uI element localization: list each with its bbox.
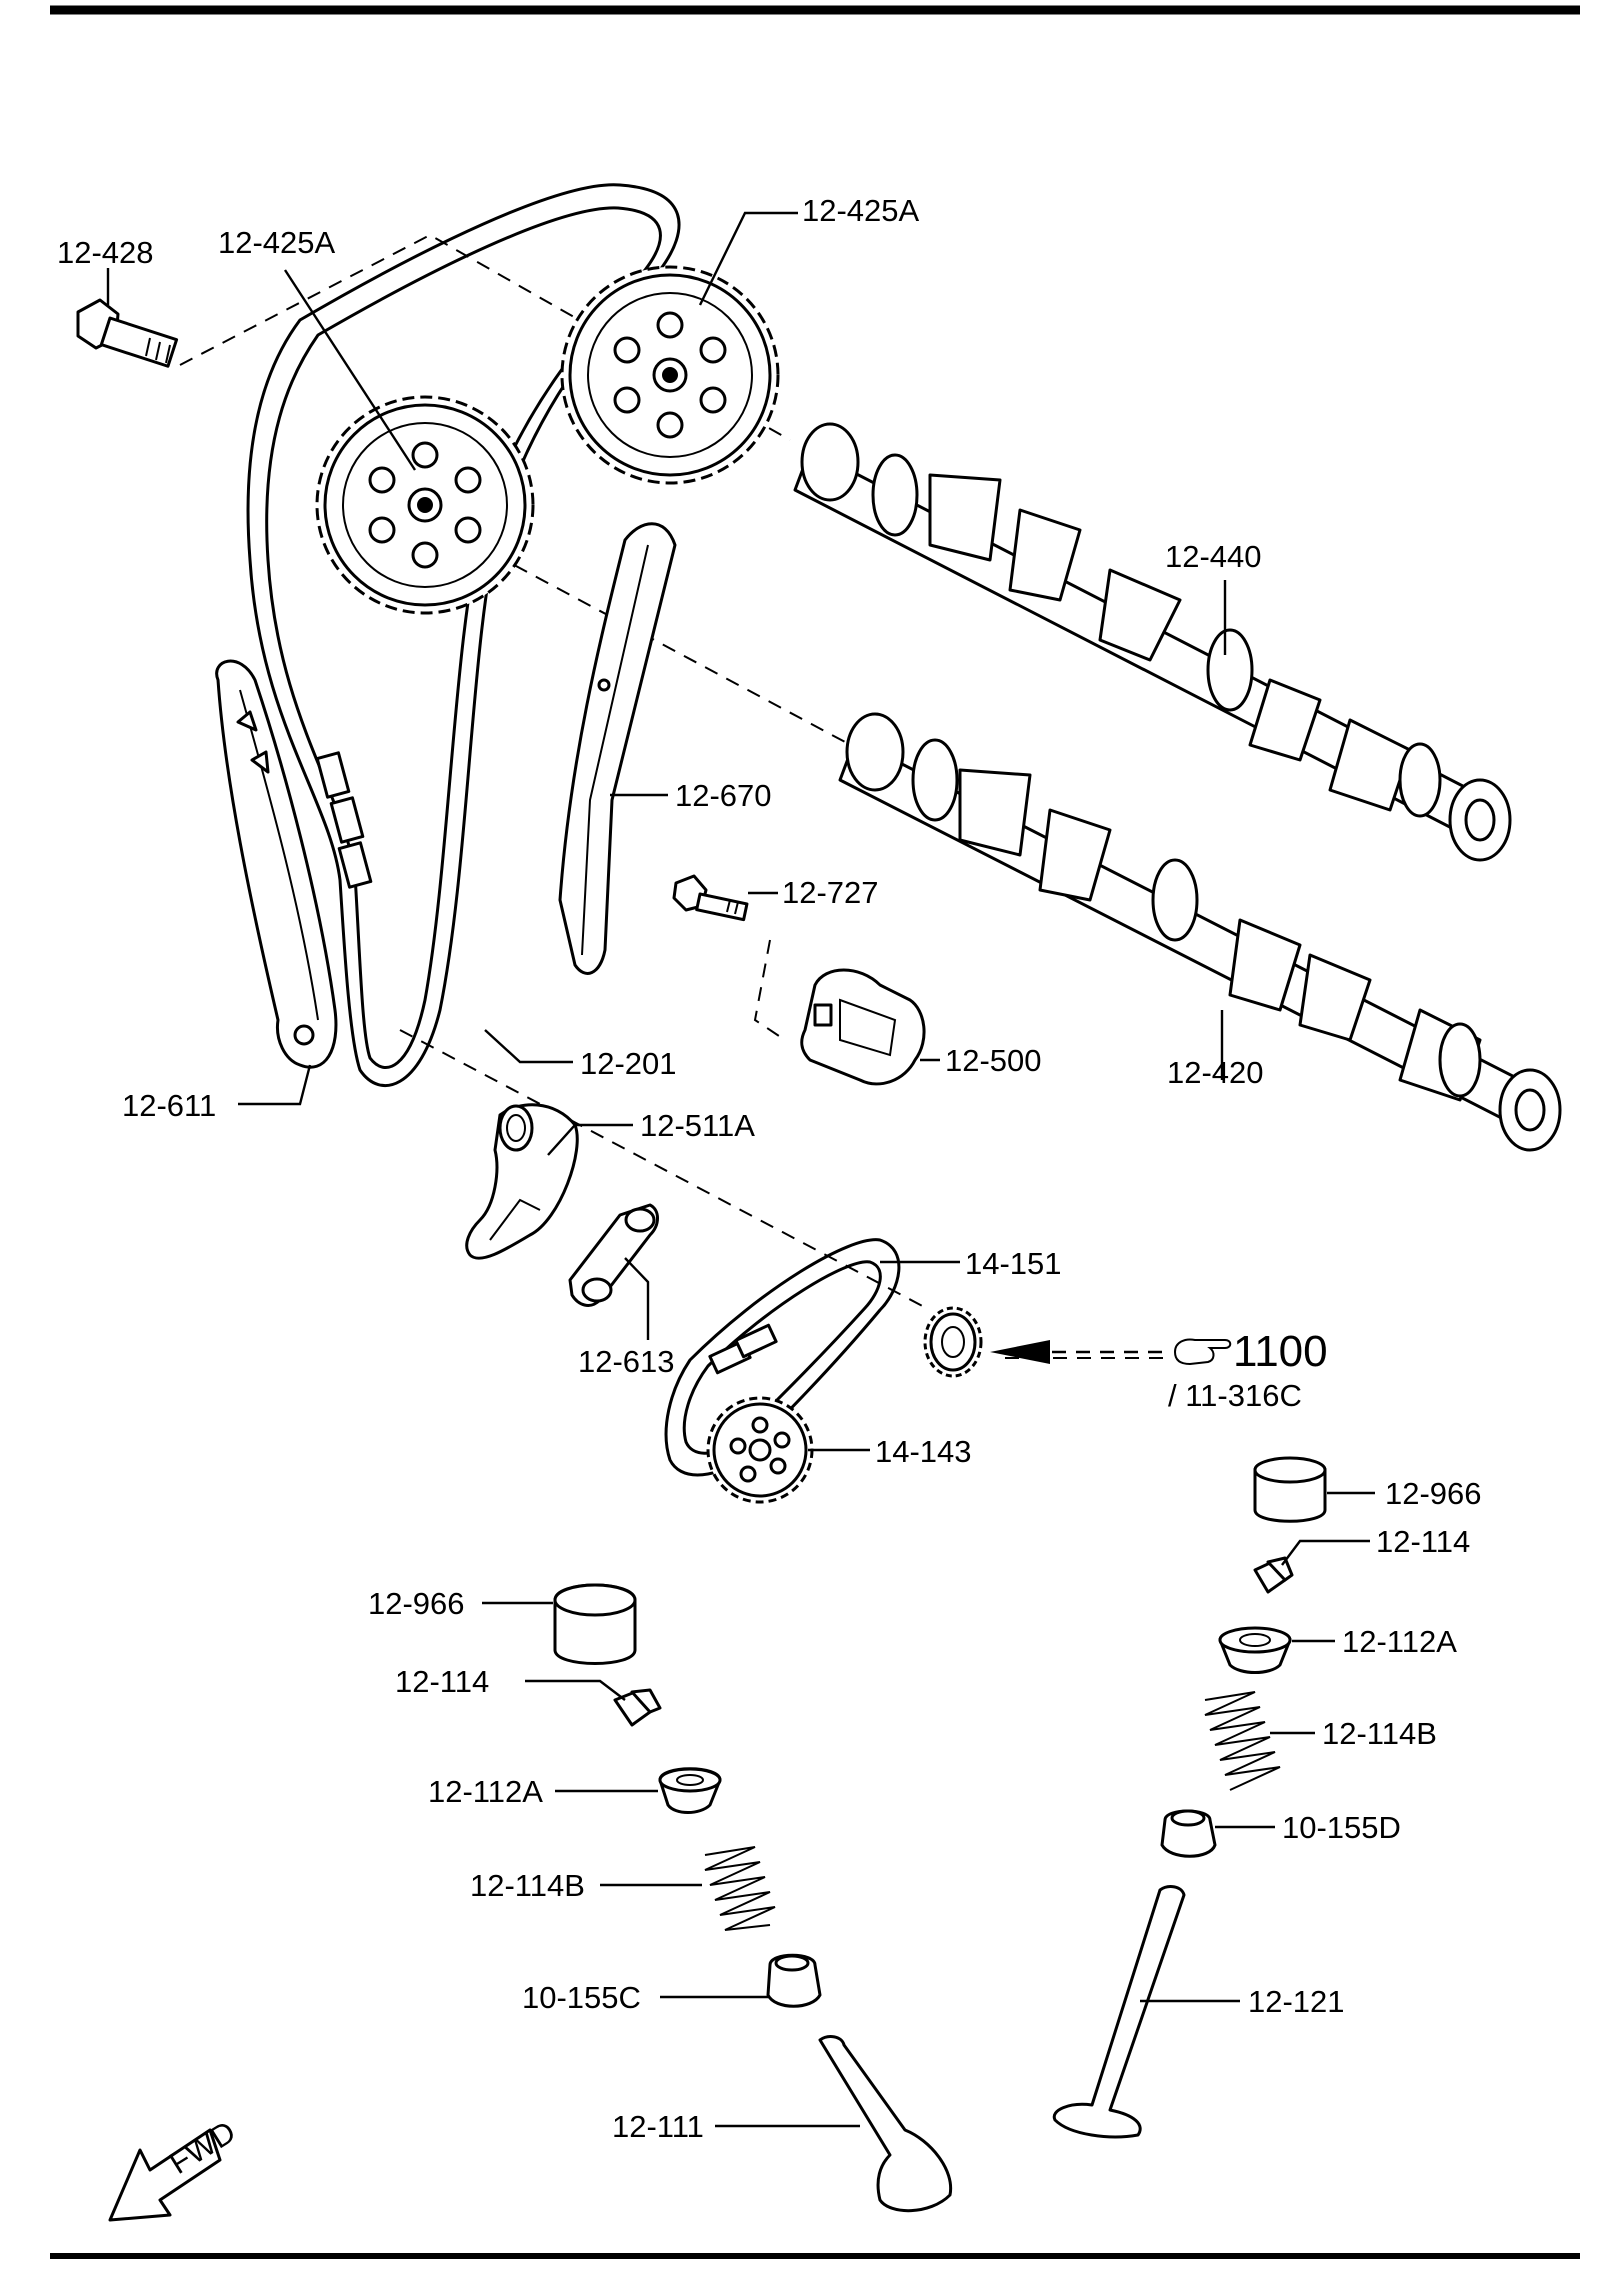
camshaft-12-420	[838, 712, 1562, 1152]
label-12-966-right: 12-966	[1385, 1476, 1482, 1511]
label-12-670: 12-670	[675, 778, 772, 813]
label-10-155D: 10-155D	[1282, 1810, 1401, 1845]
valve-keeper-right	[1253, 1556, 1294, 1594]
label-12-425A-left: 12-425A	[218, 225, 336, 260]
camshaft-12-440	[793, 422, 1512, 862]
label-12-114B-left: 12-114B	[470, 1868, 585, 1903]
bolt-12-727	[672, 874, 749, 922]
label-1100: 1100	[1233, 1327, 1328, 1376]
valve-right	[1052, 1885, 1186, 2139]
label-12-966-left: 12-966	[368, 1586, 465, 1621]
reference-arrow	[990, 1340, 1050, 1364]
label-12-425A-right: 12-425A	[802, 193, 920, 228]
label-12-114-left: 12-114	[395, 1664, 489, 1699]
camshaft-sprocket-left	[315, 395, 535, 615]
valve-keeper-left	[613, 1688, 662, 1727]
oil-pump-chain-14-151	[664, 1238, 901, 1477]
chain-guide-12-670	[558, 522, 677, 975]
label-12-201: 12-201	[580, 1046, 677, 1081]
label-12-420: 12-420	[1167, 1055, 1264, 1090]
valve-left	[818, 2035, 953, 2213]
hand-pointer-icon	[1173, 1338, 1232, 1366]
valve-seal-left	[766, 1953, 822, 2008]
spring-retainer-left	[658, 1767, 722, 1814]
label-10-155C: 10-155C	[522, 1980, 641, 2015]
label-12-440: 12-440	[1165, 539, 1262, 574]
label-11-316C: / 11-316C	[1168, 1378, 1302, 1413]
valve-seal-right	[1160, 1809, 1217, 1858]
chain-tensioner-12-500	[800, 968, 926, 1086]
label-12-111: 12-111	[612, 2109, 704, 2144]
label-12-112A-left: 12-112A	[428, 1774, 543, 1809]
spring-retainer-right	[1218, 1626, 1292, 1674]
label-12-611: 12-611	[122, 1088, 216, 1123]
tappet-left	[553, 1583, 637, 1665]
label-12-114B-right: 12-114B	[1322, 1716, 1437, 1751]
label-12-613: 12-613	[578, 1344, 675, 1379]
timing-chain-12-201	[246, 183, 681, 1087]
label-14-143: 14-143	[875, 1434, 972, 1469]
part-number-labels: 12-428 12-425A 12-425A 12-440 12-670 12-…	[57, 193, 1482, 2144]
crankshaft-sprocket	[923, 1306, 983, 1378]
fwd-arrow	[108, 2128, 222, 2222]
camshaft-sprocket-right	[560, 265, 780, 485]
tensioner-arm-12-511A	[465, 1103, 579, 1260]
sprocket-bolt-12-428	[76, 298, 179, 368]
label-12-428: 12-428	[57, 235, 154, 270]
tappet-right	[1253, 1456, 1327, 1523]
chain-guide-12-611	[215, 659, 338, 1069]
label-14-151: 14-151	[965, 1246, 1062, 1281]
chain-guide-12-613	[568, 1203, 659, 1307]
label-12-500: 12-500	[945, 1043, 1042, 1078]
label-12-112A-right: 12-112A	[1342, 1624, 1457, 1659]
label-12-511A: 12-511A	[640, 1108, 755, 1143]
leader-lines	[106, 211, 1375, 2128]
label-12-121: 12-121	[1248, 1984, 1345, 2019]
label-12-727: 12-727	[782, 875, 879, 910]
oil-pump-sprocket-14-143	[706, 1396, 814, 1504]
valve-spring-left	[704, 1846, 776, 1931]
label-12-114-right: 12-114	[1376, 1524, 1470, 1559]
valve-spring-right	[1204, 1691, 1281, 1791]
